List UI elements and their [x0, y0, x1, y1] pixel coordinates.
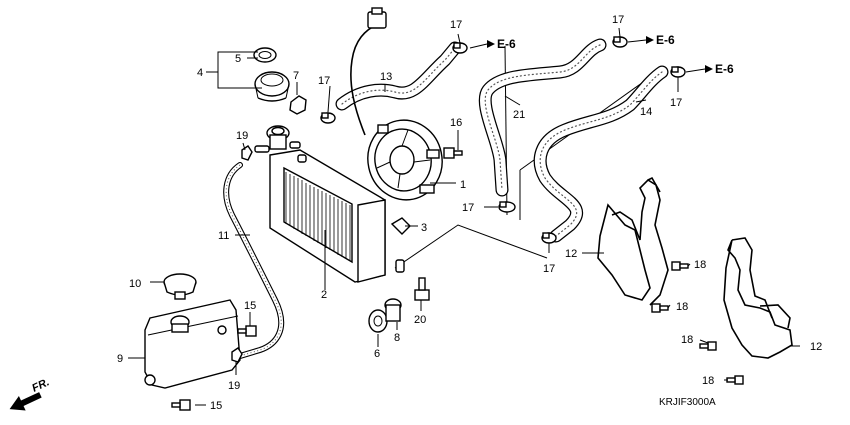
callout-18-a: 18 [694, 259, 706, 271]
radiator-fins [285, 172, 351, 261]
direction-label: FR. [30, 376, 51, 394]
clips-19 [231, 145, 253, 363]
siphon-tube-11 [223, 162, 285, 359]
callout-17-top-left: 17 [450, 19, 462, 31]
callout-12-right: 12 [810, 341, 822, 353]
callout-20: 20 [414, 314, 426, 326]
callout-6: 6 [374, 348, 380, 360]
callout-21: 21 [513, 109, 525, 121]
filler-neck [254, 125, 301, 153]
fan-motor-assembly [367, 119, 443, 201]
callout-4: 4 [197, 67, 203, 79]
tank-cap [163, 273, 197, 300]
fan-shroud-right [723, 237, 793, 359]
bolt-18-c [699, 341, 717, 351]
callout-14: 14 [640, 106, 652, 118]
ref-label-e6-right: E-6 [715, 62, 734, 76]
callout-8: 8 [394, 332, 400, 344]
radiator [269, 149, 405, 283]
callout-5: 5 [235, 53, 241, 65]
diagram-code: KRJIF3000A [659, 397, 716, 408]
radiator-cap [253, 47, 290, 102]
callout-2: 2 [321, 289, 327, 301]
e6-arrows [469, 36, 713, 73]
callout-16: 16 [450, 117, 462, 129]
callout-17-top-right: 17 [670, 97, 682, 109]
hose-21 [478, 38, 607, 197]
callouts: 1 2 3 4 5 6 7 8 9 10 11 12 12 13 14 15 1… [117, 14, 822, 412]
hose-14 [533, 65, 669, 243]
ref-label-e6-mid: E-6 [656, 33, 675, 47]
bolts [171, 147, 744, 411]
clamp-17-left [320, 112, 336, 124]
hose-13 [335, 41, 462, 111]
arrow-right-icon [469, 40, 495, 49]
callout-18-d: 18 [702, 375, 714, 387]
callout-19-upper: 19 [236, 130, 248, 142]
bolt-16 [443, 147, 463, 159]
callout-11: 11 [218, 230, 229, 242]
callout-15-lower: 15 [210, 400, 222, 412]
callout-17-hose14: 17 [543, 263, 555, 275]
clamp-17-top-left [452, 42, 468, 54]
bolt-18-a [671, 261, 689, 271]
ref-label-e6-left: E-6 [497, 37, 516, 51]
bolt-20 [414, 277, 430, 301]
callout-19-lower: 19 [228, 380, 240, 392]
direction-arrow-icon [9, 392, 42, 411]
callout-18-c: 18 [681, 334, 693, 346]
clamp-17-top-mid [612, 36, 628, 48]
callout-17-left: 17 [318, 75, 330, 87]
callout-7: 7 [293, 70, 299, 82]
leader-lines [128, 27, 800, 406]
grommet-6 [368, 309, 388, 333]
reference-labels: E-6 E-6 E-6 [497, 33, 734, 76]
callout-1: 1 [460, 179, 466, 191]
clamp-17-hose14 [541, 232, 557, 244]
collar-8 [384, 298, 402, 322]
bolt-18-b [651, 303, 669, 313]
hose-clamps [320, 36, 686, 244]
callout-15-upper: 15 [244, 300, 256, 312]
bolt-18-d [726, 375, 744, 385]
callout-9: 9 [117, 353, 123, 365]
clamp-17-hose21 [498, 201, 516, 213]
callout-17-hose21: 17 [462, 202, 474, 214]
fan-shroud-center [597, 176, 669, 306]
arrow-right-icon [627, 36, 654, 44]
part-7 [289, 95, 307, 115]
callout-17-top-mid: 17 [612, 14, 624, 26]
bolt-15-lower [171, 399, 191, 411]
callout-13: 13 [380, 71, 392, 83]
bolt-15-upper [237, 325, 257, 337]
callout-3: 3 [421, 222, 427, 234]
clamp-17-top-right [670, 66, 686, 78]
arrow-right-icon [685, 65, 713, 73]
callout-18-b: 18 [676, 301, 688, 313]
fan-wire [350, 7, 387, 136]
callout-10: 10 [129, 278, 141, 290]
callout-12-center: 12 [565, 248, 577, 260]
reserve-tank [144, 299, 241, 389]
front-direction-indicator: FR. [9, 376, 51, 411]
